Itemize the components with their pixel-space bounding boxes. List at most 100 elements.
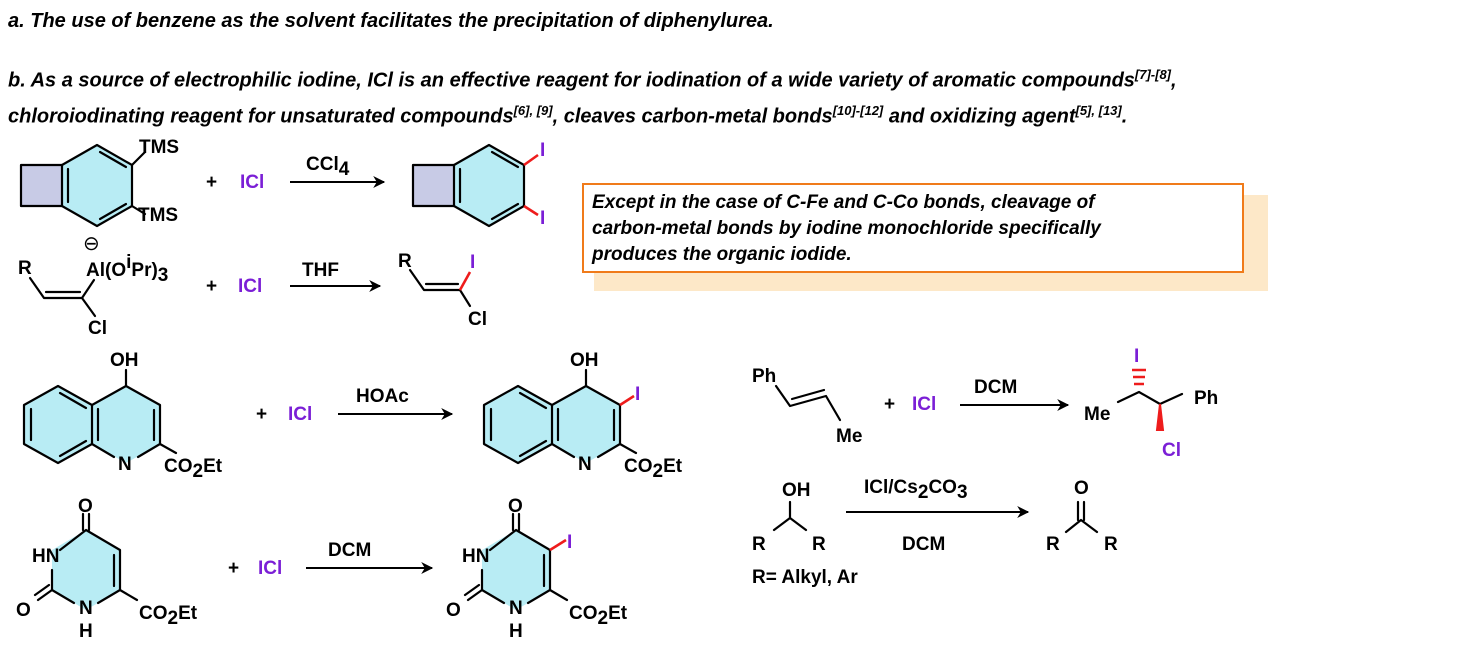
reaction-2: R ⊖ Al(OiPr)3 Cl + ICl THF R I Cl [18,233,487,339]
ketone-bonds [1064,500,1099,534]
product-iodine-5: I [1134,346,1139,367]
product-hn: HN [462,546,489,567]
note-b-ref2: [6], [9] [513,102,553,118]
quinolinol-reactant: OH N CO2Et [22,350,223,482]
note-b-ref1: [7]-[8] [1134,67,1172,82]
note-b-line2-mid2: and oxidizing agent [883,105,1076,128]
phenyl-group: Ph [752,366,776,387]
tms-bonds [130,150,147,216]
plus-sign-1: + [206,172,217,193]
benzene-bonds [60,143,134,228]
orotate-reactant: O HN O N H CO2Et [16,496,198,642]
callout-line1: Except in the case of C-Fe and C-Co bond… [592,192,1095,213]
hashed-wedge-ci [1132,368,1146,386]
product-vinyl-bonds [408,268,472,308]
callout-line3: produces the organic iodide. [592,244,852,265]
vinylaluminate-reactant: R ⊖ Al(OiPr)3 Cl [18,233,168,339]
product-ring-n: N [509,598,523,619]
icl-reagent-4: ICl [258,558,282,579]
reaction-6: OH R R R= Alkyl, Ar ICl/Cs2CO3 DCM O R R [752,477,1118,588]
ketone-r-left: R [1046,534,1060,555]
carbonyl-bonds [33,512,139,602]
product-ring-nitrogen: N [578,454,592,475]
ring-nh: H [79,621,93,642]
wedge-c-cl [1155,403,1165,431]
alcohol-oh: OH [782,480,811,501]
ring-nitrogen: N [118,454,132,475]
note-b-line2-start: chloroiodinating reagent for unsaturated… [8,105,514,128]
product-chloride: Cl [468,309,487,330]
condition-6-bottom: DCM [902,534,945,555]
product-phenyl: Ph [1194,388,1218,409]
r-group: R [18,258,32,279]
condition-2: THF [302,260,339,281]
note-b-line1-end: , [1171,69,1177,92]
benzene-double-bonds [66,150,128,221]
new-c-i-bond-3 [619,394,635,407]
iodo-orotate-product: O I HN O N H CO2Et [446,496,628,642]
plus-sign-2: + [206,276,217,297]
alcohol-bonds [772,500,808,532]
plus-sign-3: + [256,404,267,425]
product-top-o: O [508,496,523,517]
note-b: b. As a source of electrophilic iodine, … [8,60,1177,131]
quinoline-substituent-bonds [124,368,178,455]
cyclobutane-ring [21,165,62,206]
ring-n: N [79,598,93,619]
product-left-o: O [446,600,461,621]
benzene-double-bonds-product [458,150,520,221]
reaction-1: TMS TMS + ICl CCl4 I I [19,137,545,229]
r-definition: R= Alkyl, Ar [752,567,858,588]
r-group-left: R [752,534,766,555]
product-benzo-ring [484,386,552,463]
alcohol-reactant: OH R R R= Alkyl, Ar [752,480,858,588]
product-backbone-bonds [1116,390,1184,406]
vinyl-iodide-chloride-product: R I Cl [398,251,487,330]
product-iodine: I [470,252,475,273]
product-methyl: Me [1084,404,1110,425]
ring-hn: HN [32,546,59,567]
methyl-group: Me [836,426,862,447]
iodoquinolinol-product: OH I N CO2Et [482,350,683,482]
ethyl-ester: CO2Et [164,456,223,482]
note-b-line2-mid: , cleaves carbon-metal bonds [552,105,833,128]
product-pyrimidine-ring [482,530,550,610]
quinoline-pyridine-ring [92,386,160,463]
new-c-i-bond [458,271,472,291]
icl-reagent-2: ICl [238,276,262,297]
left-carbonyl-o: O [16,600,31,621]
plus-sign-4: + [228,558,239,579]
condition-1: CCl4 [306,154,350,180]
benzene-bonds-product [452,143,526,228]
negative-charge: ⊖ [83,233,100,255]
propenylbenzene-reactant: Ph Me [752,366,862,447]
new-c-i-bond-4 [549,538,567,552]
product-r-group: R [398,251,412,272]
note-a: a. The use of benzene as the solvent fac… [8,10,774,32]
note-b-ref4: [5], [13] [1075,102,1122,118]
product-iodine-4: I [567,532,572,553]
icl-reagent-1: ICl [240,172,264,193]
product-double-bonds [489,391,616,458]
tms-top: TMS [139,137,179,158]
ketone-product: O R R [1046,478,1118,555]
orotate-ester: CO2Et [139,603,198,629]
iodine-bottom: I [540,208,545,229]
top-carbonyl-o: O [78,496,93,517]
product-iodine-3: I [635,384,640,405]
product-hydroxyl: OH [570,350,599,371]
tms-bottom: TMS [138,205,178,226]
benzene-ring-product [454,145,524,226]
reaction-3: OH N CO2Et + ICl HOAc OH I N CO2Et [22,350,683,482]
product-pyridine-ring [552,386,620,463]
iodine-top: I [540,140,545,161]
alkene-bonds [774,384,842,422]
benzene-ring [62,145,132,226]
reaction-4: O HN O N H CO2Et + ICl DCM O I HN O N H … [16,496,628,642]
quinoline-benzo-ring [24,386,92,463]
ketone-r-right: R [1104,534,1118,555]
icl-reagent-5: ICl [912,394,936,415]
callout-line2: carbon-metal bonds by iodine monochlorid… [592,218,1101,239]
callout-box: Except in the case of C-Fe and C-Co bond… [582,183,1244,273]
